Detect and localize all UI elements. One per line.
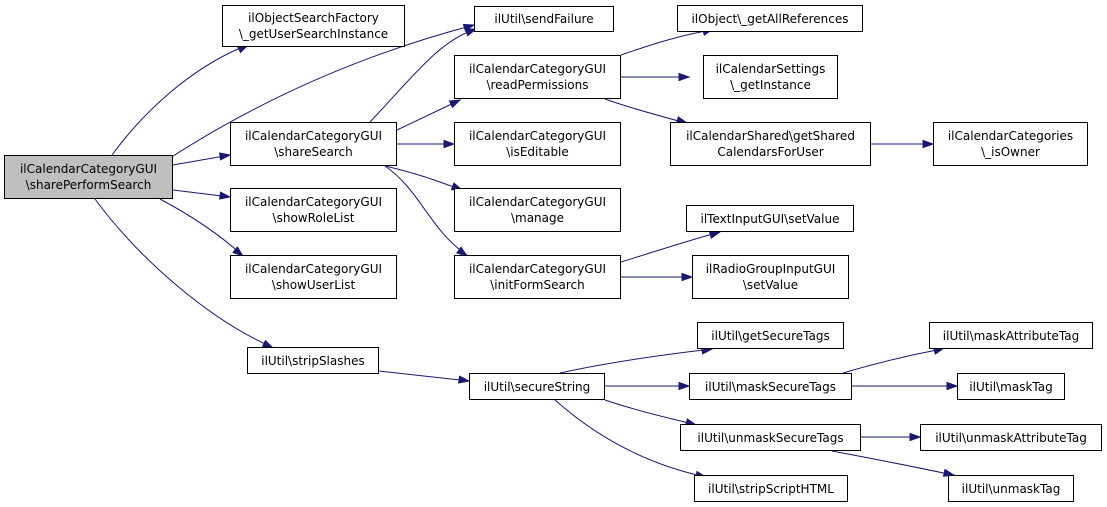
- node-label-line1: ilCalendarCategoryGUI: [468, 62, 607, 76]
- node-share-perform-search: ilCalendarCategoryGUI \sharePerformSearc…: [4, 155, 173, 199]
- node-read-permissions[interactable]: ilCalendarCategoryGUI \readPermissions: [454, 55, 621, 99]
- edge-sharesearch-to-manage: [384, 165, 463, 191]
- edge-sharesearch-to-sendfailure: [369, 29, 475, 123]
- edge-readperm-to-allrefs: [620, 29, 713, 56]
- node-get-all-references[interactable]: ilObject\_getAllReferences: [677, 5, 863, 32]
- edge-secure-to-unmasksecure: [604, 399, 697, 426]
- edge-sharesearch-to-readperm-arrowhead: [448, 99, 462, 109]
- node-label-line2: \manage: [510, 211, 565, 225]
- node-label-line1: ilCalendarCategories: [947, 129, 1074, 143]
- node-label-line1: ilUtil\unmaskSecureTags: [697, 430, 844, 445]
- node-mask-attribute-tag[interactable]: ilUtil\maskAttributeTag: [929, 322, 1093, 349]
- node-label-line2: \initFormSearch: [490, 278, 585, 292]
- node-label-line1: ilObjectSearchFactory: [248, 11, 379, 25]
- node-unmask-secure-tags[interactable]: ilUtil\unmaskSecureTags: [680, 424, 861, 451]
- node-label-line1: ilUtil\getSecureTags: [711, 328, 830, 343]
- node-calendar-settings[interactable]: ilCalendarSettings \_getInstance: [703, 55, 838, 99]
- node-label-line1: ilUtil\maskSecureTags: [705, 379, 836, 394]
- node-label-line1: ilRadioGroupInputGUI: [705, 262, 836, 276]
- node-label-line1: ilUtil\sendFailure: [494, 12, 594, 26]
- edge-root-to-osf: [111, 47, 241, 156]
- node-mask-secure-tags[interactable]: ilUtil\maskSecureTags: [689, 373, 852, 400]
- edge-sharesearch-to-readperm: [396, 99, 461, 131]
- node-label-line1: ilUtil\stripScriptHTML: [708, 481, 834, 496]
- node-radio-group-set-value[interactable]: ilRadioGroupInputGUI \setValue: [692, 255, 849, 299]
- node-label-line2: \showUserList: [271, 278, 356, 292]
- node-label-line1: ilCalendarShared\getShared: [686, 129, 855, 143]
- edge-root-to-showuserlist-arrowhead: [232, 246, 245, 257]
- edge-root-to-showrolelist-arrowhead: [219, 191, 232, 200]
- edge-root-to-sendfailure: [169, 24, 475, 159]
- edge-readperm-to-calsettings-arrowhead: [678, 72, 691, 82]
- node-label-line1: ilCalendarSettings: [715, 62, 826, 76]
- edge-readperm-to-sharedcal: [604, 98, 687, 124]
- edge-initform-to-setradio-arrowhead: [681, 272, 694, 282]
- edge-secure-to-masksecure-arrowhead: [678, 381, 691, 391]
- node-secure-string[interactable]: ilUtil\secureString: [469, 373, 605, 400]
- edge-initform-to-settext-arrowhead: [708, 230, 722, 239]
- edge-stripslashes-to-secure: [378, 370, 470, 382]
- node-share-search[interactable]: ilCalendarCategoryGUI \shareSearch: [230, 122, 397, 166]
- node-label-line1: ilUtil\unmaskTag: [961, 481, 1061, 496]
- edge-root-to-sharesearch-arrowhead: [219, 152, 232, 161]
- node-label-line1: ilCalendarCategoryGUI: [244, 195, 383, 209]
- node-calendar-categories-is-owner[interactable]: ilCalendarCategories \_isOwner: [933, 122, 1088, 166]
- edge-secure-to-getsecure: [559, 348, 713, 374]
- edge-secure-to-stripscript: [554, 399, 707, 478]
- node-label-line1: ilObject\_getAllReferences: [691, 11, 849, 26]
- node-label-line2: \setValue: [742, 278, 799, 292]
- node-label-line2: \sharePerformSearch: [25, 178, 152, 192]
- edge-masksecure-to-masktag-arrowhead: [946, 381, 959, 391]
- node-shared-calendars-for-user[interactable]: ilCalendarShared\getShared CalendarsForU…: [670, 122, 871, 166]
- node-strip-slashes[interactable]: ilUtil\stripSlashes: [247, 347, 379, 374]
- node-label-line1: ilCalendarCategoryGUI: [19, 162, 158, 176]
- node-init-form-search[interactable]: ilCalendarCategoryGUI \initFormSearch: [454, 255, 621, 299]
- node-label-line2: \_getUserSearchInstance: [238, 27, 389, 41]
- node-label-line1: ilCalendarCategoryGUI: [468, 262, 607, 276]
- node-mask-tag[interactable]: ilUtil\maskTag: [957, 373, 1065, 400]
- node-label-line2: CalendarsForUser: [717, 145, 824, 159]
- node-unmask-attribute-tag[interactable]: ilUtil\unmaskAttributeTag: [920, 424, 1102, 451]
- node-label-line1: ilCalendarCategoryGUI: [468, 129, 607, 143]
- node-label-line2: \_getInstance: [730, 78, 811, 92]
- node-is-editable[interactable]: ilCalendarCategoryGUI \isEditable: [454, 122, 621, 166]
- node-label-line1: ilCalendarCategoryGUI: [468, 195, 607, 209]
- node-label-line1: ilCalendarCategoryGUI: [244, 129, 383, 143]
- node-label-line1: ilUtil\maskTag: [969, 379, 1053, 394]
- node-label-line1: ilUtil\unmaskAttributeTag: [935, 430, 1087, 445]
- node-get-secure-tags[interactable]: ilUtil\getSecureTags: [697, 322, 844, 349]
- node-label-line2: \isEditable: [506, 145, 569, 159]
- edge-sharesearch-to-sendfailure-arrowhead: [464, 28, 478, 37]
- node-label-line1: ilUtil\stripSlashes: [261, 353, 365, 368]
- node-object-search-factory[interactable]: ilObjectSearchFactory \_getUserSearchIns…: [222, 5, 405, 47]
- node-send-failure[interactable]: ilUtil\sendFailure: [474, 6, 614, 32]
- edge-sharesearch-to-initform: [384, 165, 468, 256]
- node-label-line1: ilCalendarCategoryGUI: [244, 262, 383, 276]
- node-label-line2: \readPermissions: [486, 78, 589, 92]
- edge-sharesearch-to-iseditable-arrowhead: [443, 139, 456, 149]
- node-label-line1: ilTextInputGUI\setValue: [700, 211, 840, 226]
- node-strip-script-html[interactable]: ilUtil\stripScriptHTML: [694, 475, 848, 502]
- edge-masksecure-to-maskattr: [842, 348, 943, 374]
- edge-sharesearch-to-initform-arrowhead: [456, 246, 469, 257]
- node-label-line2: \showRoleList: [272, 211, 355, 225]
- edge-unmasksecure-to-unmasktag: [831, 450, 954, 476]
- node-manage[interactable]: ilCalendarCategoryGUI \manage: [454, 188, 621, 232]
- edge-sharedcal-to-isowner-arrowhead: [922, 139, 935, 149]
- node-label-line1: ilUtil\secureString: [483, 379, 591, 394]
- edge-stripslashes-to-secure-arrowhead: [458, 375, 471, 384]
- edge-root-to-stripslashes: [94, 198, 273, 348]
- node-text-input-set-value[interactable]: ilTextInputGUI\setValue: [686, 205, 854, 232]
- node-show-user-list[interactable]: ilCalendarCategoryGUI \showUserList: [230, 255, 397, 299]
- node-label-line2: \_isOwner: [981, 145, 1040, 159]
- edge-unmasksecure-to-unmaskattr-arrowhead: [909, 432, 922, 442]
- node-label-line1: ilUtil\maskAttributeTag: [942, 328, 1080, 343]
- node-unmask-tag[interactable]: ilUtil\unmaskTag: [948, 475, 1074, 502]
- node-show-role-list[interactable]: ilCalendarCategoryGUI \showRoleList: [230, 188, 397, 232]
- node-label-line2: \shareSearch: [274, 145, 353, 159]
